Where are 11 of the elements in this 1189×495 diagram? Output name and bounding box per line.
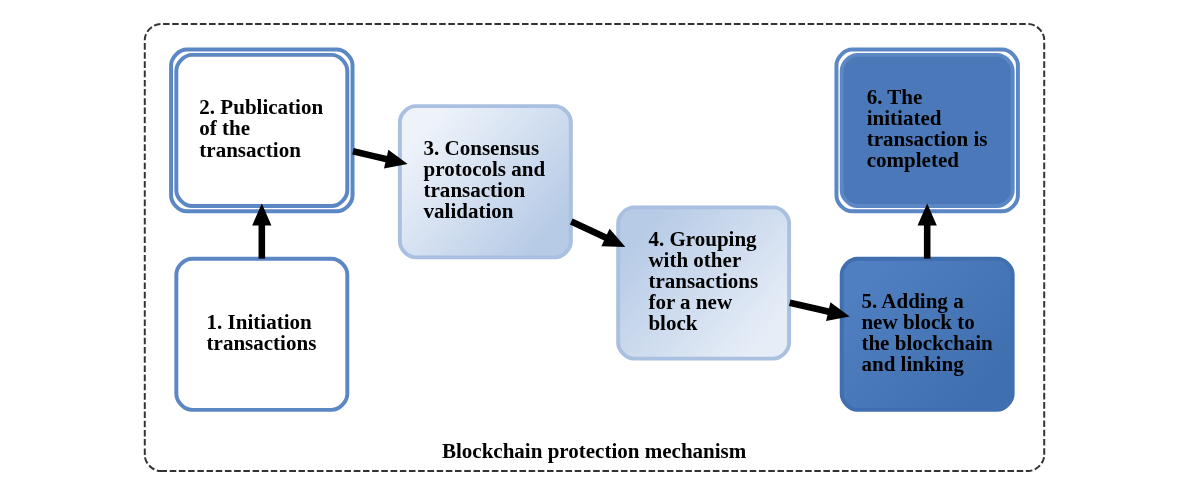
arrow (352, 148, 408, 169)
arrow (789, 299, 850, 321)
arrow (917, 203, 937, 259)
node-box: 1. Initiation transactions (174, 256, 350, 412)
node-box: 4. Grouping with other transactions for a new block (616, 205, 792, 361)
node-box: 2. Publication of the transaction (169, 47, 355, 214)
arrow (252, 203, 272, 259)
node-box: 3. Consensus protocols and transaction validation (397, 104, 573, 260)
node-box: 5. Adding a new block to the blockchain and linking (839, 256, 1015, 412)
node-box: 6. The initiated transaction is completed (834, 47, 1020, 214)
arrow (569, 218, 626, 247)
